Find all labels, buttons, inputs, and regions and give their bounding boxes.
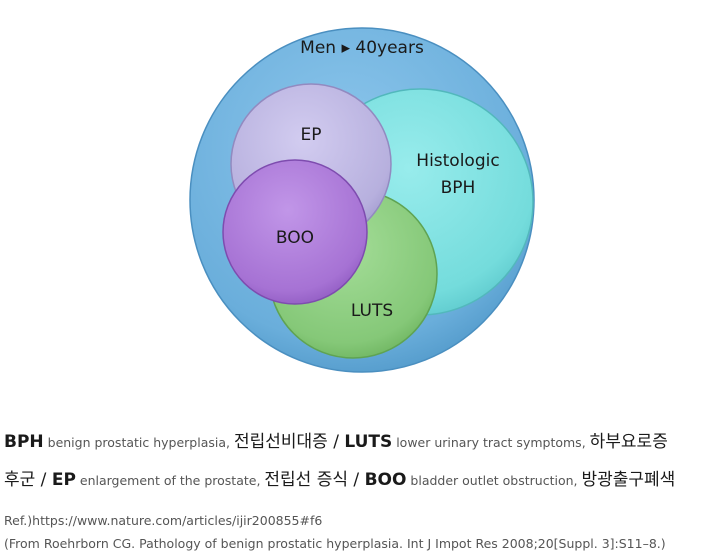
caption-line1-eng-1: benign prostatic hyperplasia, — [43, 435, 234, 450]
reference-citation: (From Roehrborn CG. Pathology of benign … — [4, 536, 666, 551]
boo-circle — [222, 159, 368, 305]
caption-line-2: 후군 / EP enlargement of the prostate, 전립선… — [4, 472, 720, 489]
caption-line1-abbr-4: LUTS — [344, 432, 393, 452]
caption-line1-kor-2: 전립선비대증 — [233, 432, 328, 452]
venn-diagram: Men ▸ 40years Histologic BPH EP BOO LUTS — [189, 27, 535, 373]
caption-line2-abbr-6: BOO — [364, 470, 407, 490]
outer-label: Men ▸ 40years — [300, 38, 424, 58]
caption-line2-abbr-2: EP — [51, 470, 76, 490]
caption-line1-eng-5: lower urinary tract symptoms, — [392, 435, 590, 450]
caption-line2-kor-0: 후군 — [4, 470, 36, 490]
caption-line2-eng-7: bladder outlet obstruction, — [406, 473, 582, 488]
caption-line1-kor-6: 하부요로증 — [589, 432, 668, 452]
caption-line1-sep-3: / — [327, 432, 345, 452]
caption-line2-sep-1: / — [35, 470, 52, 490]
caption-line2-kor-8: 방광출구폐색 — [581, 470, 676, 490]
histologic-label-line1: Histologic — [416, 151, 499, 171]
caption-line1-abbr-0: BPH — [4, 432, 44, 452]
caption-line2-kor-4: 전립선 증식 — [264, 470, 349, 490]
caption-line2-sep-5: / — [348, 470, 365, 490]
boo-label: BOO — [276, 228, 314, 248]
reference-url: Ref.)https://www.nature.com/articles/iji… — [4, 513, 323, 528]
luts-label: LUTS — [351, 301, 393, 321]
caption-line-1: BPH benign prostatic hyperplasia, 전립선비대증… — [4, 434, 720, 451]
caption-line2-eng-3: enlargement of the prostate, — [75, 473, 265, 488]
histologic-label-line2: BPH — [441, 178, 476, 198]
ep-label: EP — [301, 125, 322, 145]
